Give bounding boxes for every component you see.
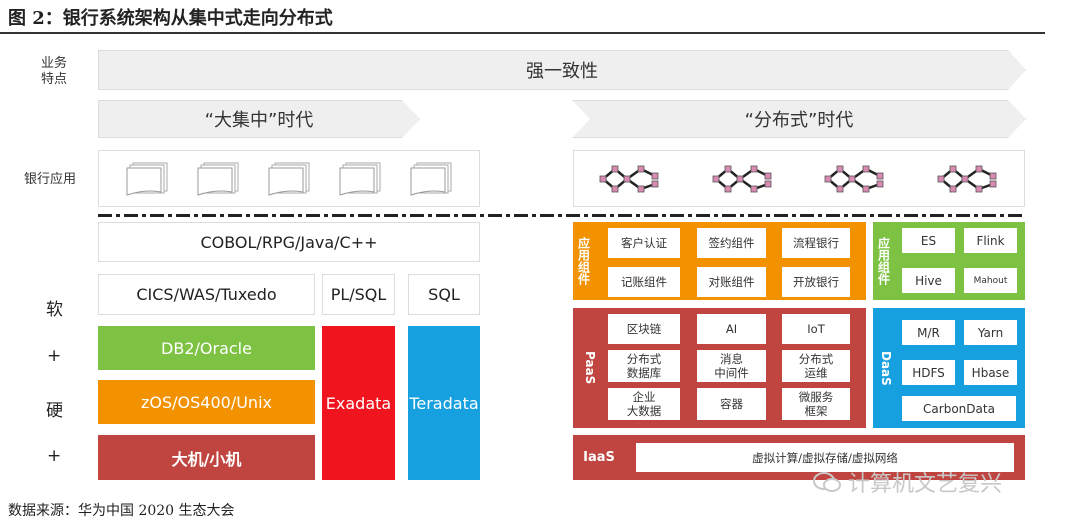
daas-cell: M/R bbox=[902, 320, 955, 345]
data-component-cell: Flink bbox=[964, 228, 1017, 253]
divider-line bbox=[98, 214, 1025, 217]
microservice-network-icon bbox=[937, 165, 997, 192]
paas-label: PaaS bbox=[583, 351, 597, 385]
paas-cell: 企业 大数据 bbox=[608, 388, 680, 420]
daas-cell: Yarn bbox=[964, 320, 1017, 345]
label-apps: 银行应用 bbox=[23, 172, 76, 187]
daas-cell: HDFS bbox=[902, 360, 955, 385]
daas-cell: CarbonData bbox=[902, 396, 1016, 421]
paas-cell: 区块链 bbox=[608, 314, 680, 344]
app-stack-icon bbox=[268, 162, 310, 196]
label-hard: 硬 bbox=[46, 401, 63, 421]
paas-cell: AI bbox=[697, 314, 766, 344]
languages-box: COBOL/RPG/Java/C++ bbox=[98, 222, 480, 262]
watermark-text: 计算机文艺复兴 bbox=[848, 472, 1003, 497]
microservice-apps-box bbox=[573, 150, 1025, 207]
label-soft: 软 bbox=[46, 300, 63, 320]
exadata-box: Exadata bbox=[322, 326, 395, 480]
sql-box: SQL bbox=[408, 274, 480, 315]
plsql-box: PL/SQL bbox=[322, 274, 395, 315]
monolithic-apps-box bbox=[98, 150, 480, 207]
app-component-cell: 对账组件 bbox=[697, 267, 766, 297]
app-component-cell: 流程银行 bbox=[782, 228, 850, 258]
database-box: DB2/Oracle bbox=[98, 326, 315, 370]
daas-cell: Hbase bbox=[964, 360, 1017, 385]
label-business-line2: 特点 bbox=[40, 72, 67, 87]
app-component-cell: 签约组件 bbox=[697, 228, 766, 258]
label-plus-1: + bbox=[47, 346, 62, 366]
arrow-centralized-era: “大集中”时代 bbox=[98, 100, 420, 138]
data-component-cell: ES bbox=[902, 228, 955, 253]
label-business: 业务 特点 bbox=[34, 56, 74, 88]
source-note: 数据来源：华为中国 2020 生态大会 bbox=[8, 503, 235, 519]
label-business-line1: 业务 bbox=[40, 56, 67, 71]
iaas-panel: IaaS 虚拟计算/虚拟存储/虚拟网络 bbox=[573, 435, 1025, 480]
app-stack-icon bbox=[410, 162, 452, 196]
daas-label: DaaS bbox=[879, 350, 893, 386]
app-component-cell: 客户认证 bbox=[608, 228, 680, 258]
data-component-cell: Mahout bbox=[964, 268, 1017, 293]
watermark: 计算机文艺复兴 bbox=[812, 466, 1002, 498]
paas-cell: 容器 bbox=[697, 388, 766, 420]
paas-cell: IoT bbox=[782, 314, 850, 344]
app-stack-icon bbox=[339, 162, 381, 196]
label-plus-2: + bbox=[47, 446, 62, 466]
arrow-strong-consistency: 强一致性 bbox=[98, 50, 1026, 90]
wechat-icon bbox=[813, 472, 841, 492]
microservice-network-icon bbox=[599, 165, 659, 192]
app-stack-icon bbox=[126, 162, 168, 196]
iaas-label: IaaS bbox=[583, 449, 615, 465]
data-component-cell: Hive bbox=[902, 268, 955, 293]
figure-title: 图 2：银行系统架构从集中式走向分布式 bbox=[8, 8, 333, 29]
middleware-box: CICS/WAS/Tuxedo bbox=[98, 274, 315, 315]
app-component-cell: 记账组件 bbox=[608, 267, 680, 297]
paas-cell: 分布式 运维 bbox=[782, 350, 850, 382]
data-components-label: 应用组件 bbox=[876, 237, 891, 285]
arrow-distributed-era: “分布式”时代 bbox=[572, 100, 1026, 138]
os-box: zOS/OS400/Unix bbox=[98, 380, 315, 424]
title-rule bbox=[0, 32, 1045, 34]
teradata-box: Teradata bbox=[408, 326, 480, 480]
microservice-network-icon bbox=[824, 165, 884, 192]
iaas-content: 虚拟计算/虚拟存储/虚拟网络 bbox=[636, 443, 1014, 472]
app-stack-icon bbox=[197, 162, 239, 196]
microservice-network-icon bbox=[712, 165, 772, 192]
paas-cell: 微服务 框架 bbox=[782, 388, 850, 420]
app-component-cell: 开放银行 bbox=[782, 267, 850, 297]
hardware-box: 大机/小机 bbox=[98, 435, 315, 480]
paas-cell: 分布式 数据库 bbox=[608, 350, 680, 382]
paas-cell: 消息 中间件 bbox=[697, 350, 766, 382]
app-components-label: 应用组件 bbox=[576, 237, 591, 285]
